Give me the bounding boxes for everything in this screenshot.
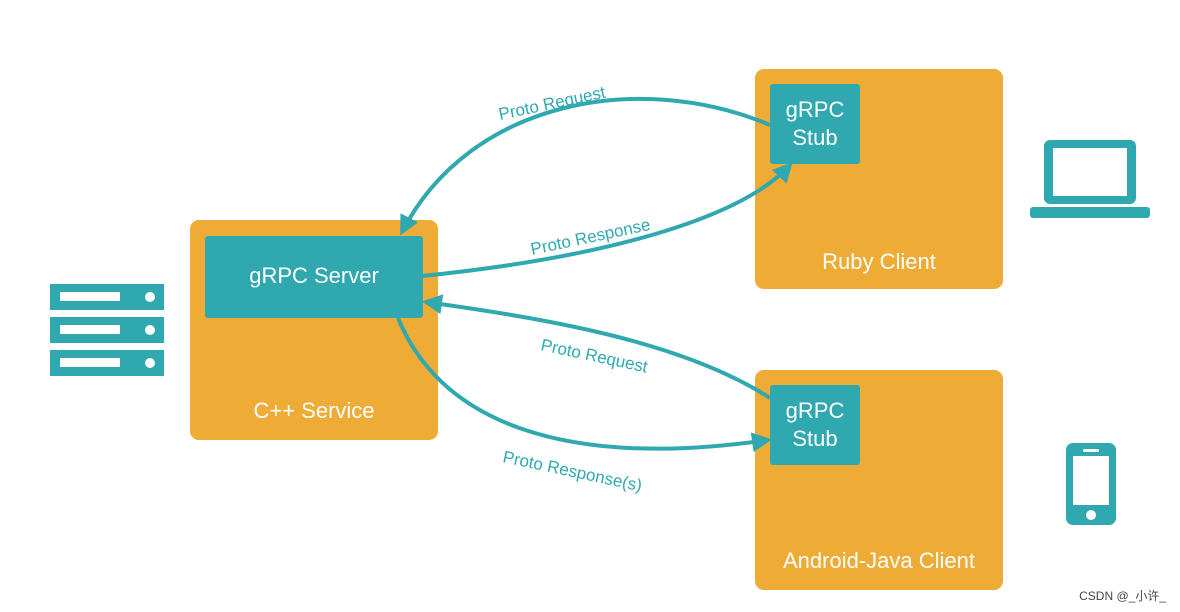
server-icon xyxy=(50,284,164,376)
ruby-client-box: gRPC Stub Ruby Client xyxy=(755,69,1003,289)
cpp-service-label: C++ Service xyxy=(253,398,375,423)
ruby-response-arrow xyxy=(421,162,793,278)
stub-line1: gRPC xyxy=(785,398,845,423)
ruby-request-arrow xyxy=(400,96,771,236)
laptop-icon xyxy=(1030,140,1150,218)
ruby-grpc-stub: gRPC Stub xyxy=(770,84,860,164)
stub-line1: gRPC xyxy=(785,97,845,122)
cpp-service-box: gRPC Server C++ Service xyxy=(190,220,438,440)
android-response-label: Proto Response(s) xyxy=(501,447,644,495)
ruby-client-label: Ruby Client xyxy=(822,249,936,274)
android-client-label: Android-Java Client xyxy=(783,548,975,573)
android-grpc-stub: gRPC Stub xyxy=(770,385,860,465)
android-response-arrow xyxy=(396,317,772,453)
android-client-box: gRPC Stub Android-Java Client xyxy=(755,370,1003,590)
stub-line2: Stub xyxy=(792,125,838,150)
grpc-server-label: gRPC Server xyxy=(249,263,379,288)
grpc-server: gRPC Server xyxy=(205,236,423,318)
stub-line2: Stub xyxy=(792,426,838,451)
phone-icon xyxy=(1066,443,1116,525)
android-request-arrow xyxy=(422,294,772,400)
watermark: CSDN @_小许_ xyxy=(1079,589,1166,603)
ruby-request-label: Proto Request xyxy=(497,83,608,124)
